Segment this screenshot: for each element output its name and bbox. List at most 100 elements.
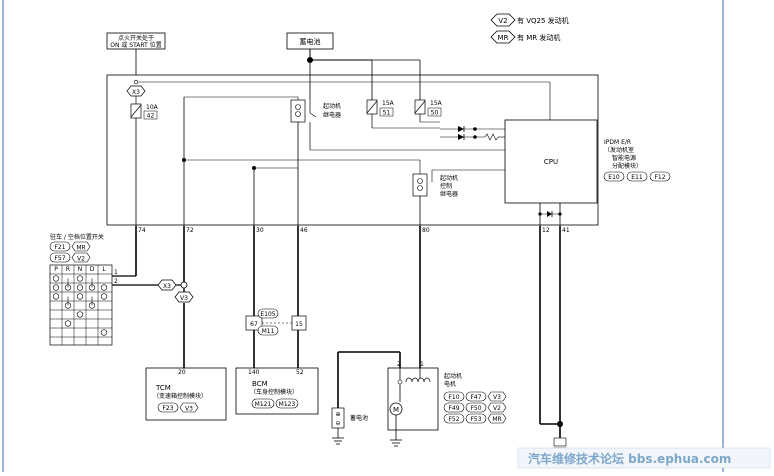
svg-text:15A: 15A <box>430 100 443 107</box>
svg-text:42: 42 <box>147 113 155 120</box>
svg-text:10A: 10A <box>146 104 159 111</box>
connector-tag-label: F49 <box>448 405 459 412</box>
svg-text:汽车维修技术论坛 bbs.ephua.com: 汽车维修技术论坛 bbs.ephua.com <box>528 451 731 466</box>
svg-text:蓄电池: 蓄电池 <box>300 37 321 46</box>
starter-relay: 起动机 继电器 <box>290 99 341 123</box>
fuse-15a-51: 15A 51 <box>366 99 395 117</box>
svg-text:⊖: ⊖ <box>335 420 340 427</box>
svg-text:继电器: 继电器 <box>440 190 458 198</box>
svg-text:智能电源: 智能电源 <box>612 154 636 162</box>
svg-text:X3: X3 <box>132 89 140 96</box>
svg-text:F57: F57 <box>54 255 65 262</box>
engine-tag <box>487 391 507 402</box>
svg-text:52: 52 <box>296 369 304 376</box>
ipdm-pin-labels: 74 72 30 46 80 12 41 <box>138 227 570 234</box>
connector-tag-label: F47 <box>470 394 481 401</box>
bcm-box: 140 52 BCM （车身控制模块） M121 M123 <box>235 367 319 415</box>
svg-text:M123: M123 <box>279 401 296 408</box>
svg-text:15A: 15A <box>382 100 395 107</box>
ipdm-connectors: E10 E11 F12 <box>603 171 671 182</box>
switch-contact <box>100 329 108 336</box>
svg-text:N: N <box>78 266 83 273</box>
ipdm-label: IPDM E/R （发动机室 智能电源 分配模块） <box>604 139 642 170</box>
svg-text:1: 1 <box>420 361 424 368</box>
svg-text:P: P <box>54 266 58 273</box>
connector-tag-label: F50 <box>470 405 481 412</box>
connector-tag <box>443 402 465 413</box>
svg-text:F12: F12 <box>654 174 665 181</box>
svg-text:分配模块）: 分配模块） <box>612 162 642 170</box>
svg-text:起动机: 起动机 <box>440 174 458 182</box>
starter-label: 起动机 电机 <box>444 372 462 388</box>
park-neutral-switch-label: 驻车 / 空档位置开关 F21 MR F57 V2 <box>49 233 104 263</box>
fuse-15a-50: 15A 50 <box>414 99 443 117</box>
svg-text:67: 67 <box>250 321 258 328</box>
svg-text:30: 30 <box>256 227 264 234</box>
switch-contact <box>52 284 60 291</box>
ignition-box: 点火开关处于 ON 或 START 位置 <box>106 32 166 50</box>
connector-tag-label: F53 <box>470 416 481 423</box>
connector-tag <box>443 391 465 402</box>
legend-mr: MR 有 MR 发动机 <box>490 30 560 44</box>
svg-text:140: 140 <box>248 369 260 376</box>
svg-text:（发动机室: （发动机室 <box>604 146 634 154</box>
engine-tag <box>487 402 507 413</box>
battery-bottom: ⊕ ⊖ 蓄电池 <box>331 407 368 429</box>
svg-text:V2: V2 <box>77 256 85 263</box>
connector-tag <box>465 391 487 402</box>
tcm-box: 20 TCM （变速箱控制模块） F23 V3 <box>145 367 227 421</box>
svg-text:MR: MR <box>76 245 85 252</box>
engine-tag-label: V3 <box>493 394 501 401</box>
park-neutral-switch-grid: P R N D L <box>49 264 113 346</box>
starter-motor: 2 1 M <box>387 361 439 431</box>
svg-text:TCM: TCM <box>155 384 171 392</box>
svg-text:V3: V3 <box>185 406 193 413</box>
svg-text:控制: 控制 <box>440 182 452 190</box>
connector-tag <box>465 413 487 424</box>
svg-text:BCM: BCM <box>252 380 268 388</box>
svg-text:蓄电池: 蓄电池 <box>350 414 368 422</box>
switch-contact <box>76 293 84 300</box>
svg-text:⊕: ⊕ <box>335 411 340 418</box>
switch-contact <box>76 284 84 291</box>
svg-text:2: 2 <box>397 361 401 368</box>
svg-text:ON 或 START 位置: ON 或 START 位置 <box>110 41 161 49</box>
svg-text:电机: 电机 <box>444 380 456 388</box>
switch-contact <box>52 293 60 300</box>
legend-v2: V2 有 VQ25 发动机 <box>490 13 569 27</box>
svg-text:20: 20 <box>178 369 186 376</box>
pns-pin-2: 2 <box>114 278 118 285</box>
svg-text:M11: M11 <box>262 328 275 335</box>
cpu-box: CPU <box>504 119 598 204</box>
switch-contact <box>100 284 108 291</box>
svg-text:有 MR 发动机: 有 MR 发动机 <box>517 33 560 42</box>
svg-text:继电器: 继电器 <box>323 111 341 119</box>
svg-text:F21: F21 <box>54 244 65 251</box>
pns-pin-1: 1 <box>114 269 118 276</box>
switch-contact <box>52 275 60 282</box>
switch-contact <box>76 275 84 282</box>
ipdm-module-box <box>106 74 599 226</box>
battery-top-box: 蓄电池 <box>286 32 334 50</box>
engine-tag-label: MR <box>492 416 501 423</box>
svg-text:X3: X3 <box>163 283 171 290</box>
svg-text:CPU: CPU <box>544 158 558 166</box>
svg-text:驻车 / 空档位置开关: 驻车 / 空档位置开关 <box>50 233 104 241</box>
switch-contact <box>64 320 72 327</box>
connector-tag-label: F10 <box>448 394 459 401</box>
connector-tag <box>443 413 465 424</box>
svg-text:MR: MR <box>498 34 509 42</box>
switch-contact <box>76 311 84 318</box>
switch-contact <box>100 293 108 300</box>
ipdm-x3-tag: X3 <box>126 85 146 97</box>
svg-text:（变速箱控制模块）: （变速箱控制模块） <box>153 392 207 400</box>
svg-text:15: 15 <box>295 321 303 328</box>
svg-text:80: 80 <box>422 227 430 234</box>
svg-text:有 VQ25 发动机: 有 VQ25 发动机 <box>517 16 569 25</box>
svg-text:V3: V3 <box>180 295 188 302</box>
fuse-10a: 10A 42 <box>130 103 159 120</box>
svg-text:72: 72 <box>186 227 194 234</box>
svg-text:E11: E11 <box>631 174 643 181</box>
engine-tag <box>487 413 507 424</box>
svg-text:M121: M121 <box>255 401 272 408</box>
